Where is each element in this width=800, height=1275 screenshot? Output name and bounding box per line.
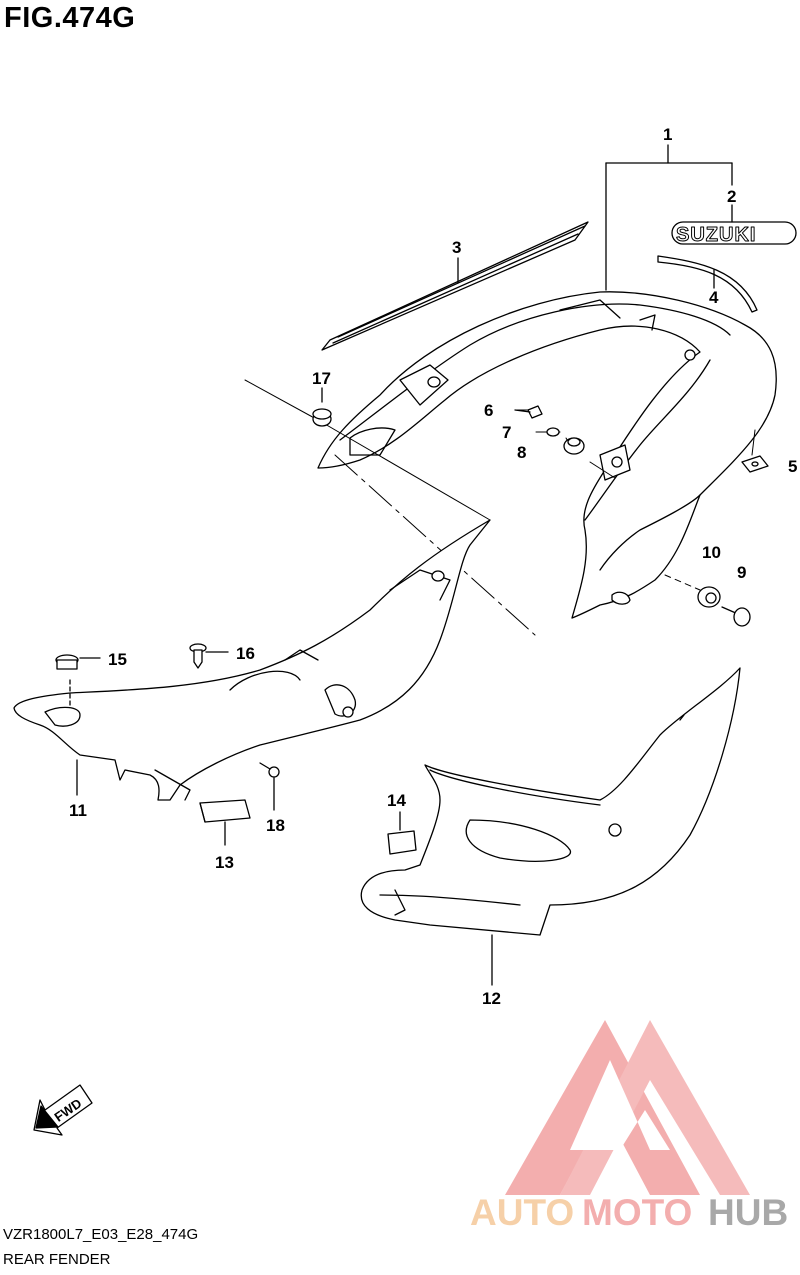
callout-3: 3 bbox=[452, 238, 461, 257]
callout-4: 4 bbox=[709, 288, 719, 307]
callout-5: 5 bbox=[788, 457, 797, 476]
part-17-grommet bbox=[312, 387, 332, 427]
part-16-push-rivet bbox=[189, 643, 229, 669]
callout-18: 18 bbox=[266, 816, 285, 835]
callout-14: 14 bbox=[387, 791, 406, 810]
emblem-text: SUZUKI bbox=[676, 224, 756, 246]
part-18-screw bbox=[259, 762, 280, 811]
part-9-screw bbox=[721, 606, 751, 627]
callout-9: 9 bbox=[737, 563, 746, 582]
footer-assembly-name: REAR FENDER bbox=[3, 1251, 111, 1268]
part-2-suzuki-emblem: SUZUKI bbox=[671, 204, 797, 247]
callout-2: 2 bbox=[727, 187, 736, 206]
part-6-bolt bbox=[514, 405, 543, 419]
callout-13: 13 bbox=[215, 853, 234, 872]
callout-6: 6 bbox=[484, 401, 493, 420]
callout-16: 16 bbox=[236, 644, 255, 663]
fwd-direction-arrow bbox=[33, 1084, 93, 1136]
part-1-rear-fender bbox=[317, 291, 777, 619]
part-11-rear-fender-lower bbox=[13, 519, 491, 801]
part-4-curved-strip bbox=[657, 255, 758, 313]
callout-11: 11 bbox=[69, 801, 87, 820]
part-5-nut-clip bbox=[741, 455, 769, 473]
callout-17: 17 bbox=[312, 369, 331, 388]
watermark-logo: AUTO MOTO HUB bbox=[470, 1020, 788, 1233]
part-12-side-cover bbox=[360, 667, 741, 986]
watermark-text-3: HUB bbox=[708, 1192, 788, 1233]
watermark-text-1: AUTO bbox=[470, 1192, 574, 1233]
part-3-stripe-decal bbox=[321, 221, 589, 351]
callout-7: 7 bbox=[502, 423, 511, 442]
part-15-clip bbox=[55, 654, 101, 670]
part-7-washer bbox=[546, 427, 560, 437]
callout-labels: 1 2 3 4 5 6 7 8 9 10 11 12 13 14 15 16 1… bbox=[69, 125, 797, 1008]
part-13-pad bbox=[199, 799, 251, 846]
callout-15: 15 bbox=[108, 650, 127, 669]
callout-12: 12 bbox=[482, 989, 501, 1008]
callout-8: 8 bbox=[517, 443, 526, 462]
footer-model-code: VZR1800L7_E03_E28_474G bbox=[3, 1226, 199, 1243]
part-14-pad bbox=[387, 811, 417, 855]
part-10-grommet bbox=[697, 586, 721, 608]
callout-10: 10 bbox=[702, 543, 721, 562]
figure-title: FIG.474G bbox=[4, 2, 136, 34]
callout-1: 1 bbox=[663, 125, 672, 144]
part-8-bushing bbox=[563, 437, 585, 455]
watermark-text-2: MOTO bbox=[582, 1192, 692, 1233]
part-1-bracket bbox=[605, 144, 733, 291]
